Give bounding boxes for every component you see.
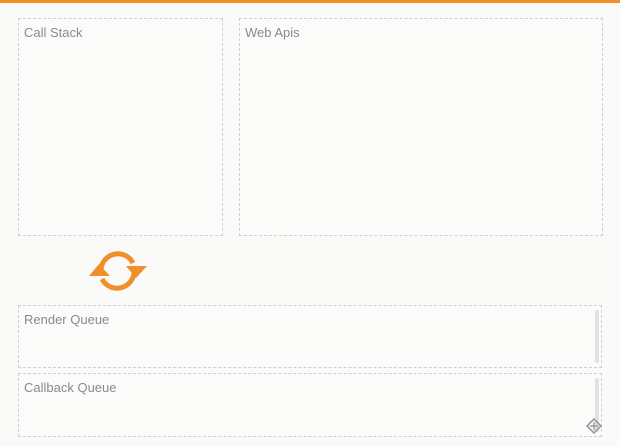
render-queue-scrollbar[interactable] <box>595 310 599 363</box>
call-stack-label: Call Stack <box>24 25 83 40</box>
render-queue-label: Render Queue <box>24 312 110 327</box>
callback-queue-scrollbar[interactable] <box>595 378 599 432</box>
callback-queue-panel: Callback Queue <box>18 373 602 437</box>
event-loop-icon <box>89 251 147 291</box>
render-queue-panel: Render Queue <box>18 305 602 368</box>
edit-tag-icon[interactable] <box>584 416 604 436</box>
callback-queue-label: Callback Queue <box>24 380 117 395</box>
web-apis-panel: Web Apis <box>239 18 603 236</box>
call-stack-panel: Call Stack <box>18 18 223 236</box>
web-apis-label: Web Apis <box>245 25 300 40</box>
